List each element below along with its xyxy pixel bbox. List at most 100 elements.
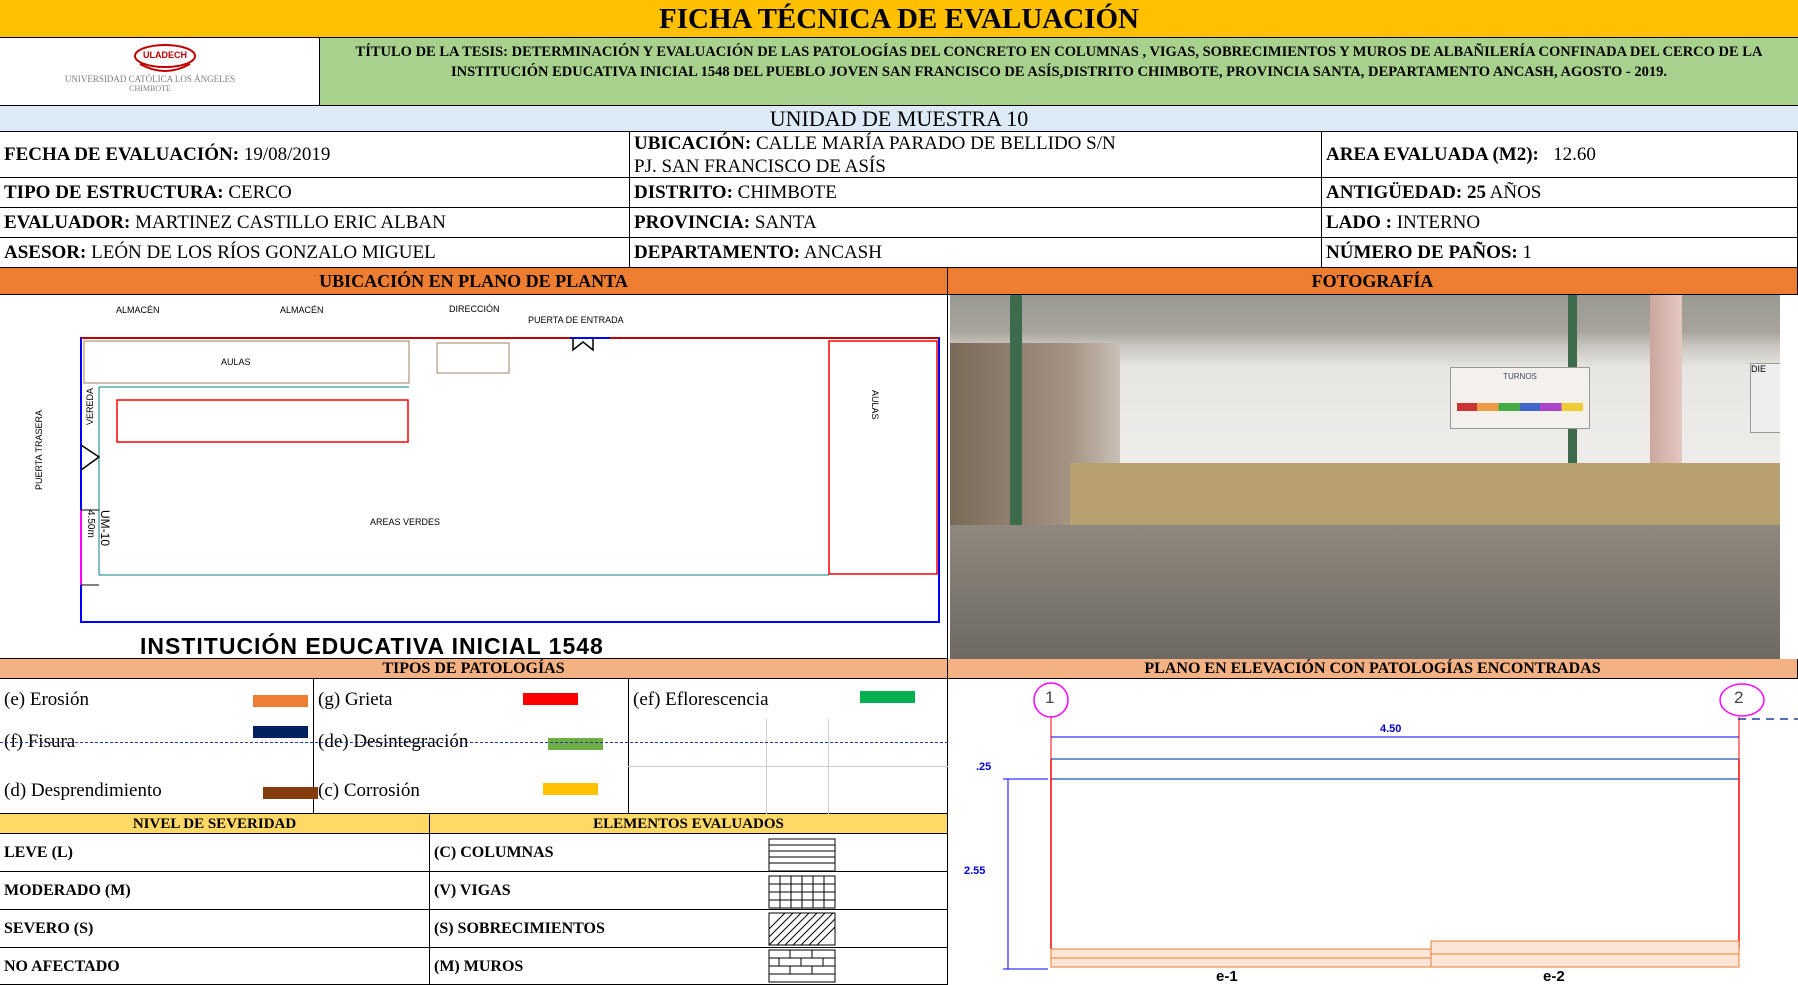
fisura-swatch bbox=[253, 726, 308, 738]
logo-text: ULADECH bbox=[143, 50, 187, 60]
sev-no-afectado: NO AFECTADO bbox=[0, 948, 430, 985]
lado-cell: LADO : INTERNO bbox=[1322, 208, 1798, 238]
e1-label: e-1 bbox=[1216, 968, 1238, 985]
desprendimiento-swatch bbox=[263, 787, 318, 799]
sev-severo: SEVERO (S) bbox=[0, 910, 430, 948]
site-photo: TURNOS DIE bbox=[950, 295, 1780, 659]
fotografia-header: FOTOGRAFÍA bbox=[948, 268, 1798, 295]
pat-eflorescencia: (ef) Eflorescencia bbox=[633, 689, 769, 710]
axis-1-label: 1 bbox=[1045, 688, 1055, 707]
ubicacion-label: UBICACIÓN: bbox=[634, 133, 752, 154]
photo-bench bbox=[1070, 463, 1780, 525]
evaluador-label: EVALUADOR: bbox=[4, 212, 131, 233]
antiguedad-unit: AÑOS bbox=[1485, 182, 1542, 203]
evaluador-value: MARTINEZ CASTILLO ERIC ALBAN bbox=[130, 212, 446, 233]
area-cell: AREA EVALUADA (M2): 12.60 bbox=[1322, 132, 1798, 178]
fecha-row: FECHA DE EVALUACIÓN: 19/08/2019 bbox=[0, 132, 630, 178]
grieta-swatch bbox=[523, 693, 578, 705]
distrito-label: DISTRITO: bbox=[634, 182, 733, 203]
fecha-label: FECHA DE EVALUACIÓN: bbox=[4, 144, 240, 165]
um-label: UM-10 bbox=[98, 510, 112, 547]
um-dimension: 4.50m bbox=[85, 510, 96, 538]
sev-moderado: MODERADO (M) bbox=[0, 872, 430, 910]
dashed-line bbox=[0, 742, 948, 743]
elementos-header: ELEMENTOS EVALUADOS bbox=[430, 814, 948, 834]
sample-unit: UNIDAD DE MUESTRA 10 bbox=[0, 106, 1798, 132]
vigas-pattern-icon bbox=[768, 875, 836, 909]
elem-sobrecimientos: (S) SOBRECIMIENTOS bbox=[430, 910, 948, 948]
area-value: 12.60 bbox=[1553, 144, 1596, 165]
provincia-label: PROVINCIA: bbox=[634, 212, 751, 233]
pat-grieta: (g) Grieta bbox=[318, 689, 393, 710]
distrito-value: CHIMBOTE bbox=[732, 182, 837, 203]
distrito-cell: DISTRITO: CHIMBOTE bbox=[630, 178, 1322, 208]
pat-corrosion: (c) Corrosión bbox=[318, 780, 420, 801]
element-patterns bbox=[768, 838, 836, 983]
pat-erosion: (e) Erosión bbox=[4, 689, 89, 710]
ubicacion-value: CALLE MARÍA PARADO DE BELLIDO S/N bbox=[751, 133, 1116, 154]
axis-2-label: 2 bbox=[1734, 688, 1744, 707]
ubicacion-cell: UBICACIÓN: CALLE MARÍA PARADO DE BELLIDO… bbox=[630, 132, 1322, 178]
plano-planta-header: UBICACIÓN EN PLANO DE PLANTA bbox=[0, 268, 948, 295]
vereda-label: VEREDA bbox=[85, 387, 95, 425]
evaluador-row: EVALUADOR: MARTINEZ CASTILLO ERIC ALBAN bbox=[0, 208, 630, 238]
almacen-label-1: ALMACÉN bbox=[116, 305, 160, 315]
elem-sobrecimientos-label: (S) SOBRECIMIENTOS bbox=[434, 920, 605, 937]
departamento-cell: DEPARTAMENTO: ANCASH bbox=[630, 238, 1322, 268]
uladech-logo bbox=[134, 44, 196, 72]
pat-desintegracion: (de) Desintegración bbox=[318, 731, 469, 752]
dim-height-label: 2.55 bbox=[964, 865, 986, 877]
floor-plan: PUERTA DE ENTRADA ALMACÉN ALMACÉN DIRECC… bbox=[0, 295, 948, 659]
patologias-legend: (e) Erosión (g) Grieta (ef) Eflorescenci… bbox=[0, 679, 948, 814]
aulas-label-1: AULAS bbox=[221, 357, 251, 367]
puerta-trasera-label: PUERTA TRASERA bbox=[34, 409, 44, 490]
logo-cell: ULADECH UNIVERSIDAD CATÓLICA LOS ÁNGELES… bbox=[0, 38, 320, 106]
asesor-value: LEÓN DE LOS RÍOS GONZALO MIGUEL bbox=[86, 242, 436, 263]
antiguedad-number: 25 bbox=[1462, 182, 1486, 203]
photo-sign-edge: DIE bbox=[1750, 363, 1780, 433]
logo-caption: UNIVERSIDAD CATÓLICA LOS ÁNGELES bbox=[64, 74, 236, 84]
dim-top-label: .25 bbox=[976, 761, 992, 773]
turnos-text: TURNOS bbox=[1503, 372, 1537, 381]
departamento-label: DEPARTAMENTO: bbox=[634, 242, 801, 263]
ubicacion-value-2: PJ. SAN FRANCISCO DE ASÍS bbox=[634, 156, 886, 177]
eflorescencia-swatch bbox=[860, 691, 915, 703]
logo-caption-city: CHIMBOTE bbox=[129, 84, 171, 93]
elem-columnas: (C) COLUMNAS bbox=[430, 834, 948, 872]
dim-width-label: 4.50 bbox=[1380, 723, 1402, 735]
elem-muros-label: (M) MUROS bbox=[434, 958, 524, 975]
lado-value: INTERNO bbox=[1391, 212, 1481, 233]
elevacion-header: PLANO EN ELEVACIÓN CON PATOLOGÍAS ENCONT… bbox=[948, 659, 1798, 679]
direccion-label: DIRECCIÓN bbox=[449, 304, 500, 314]
panos-value: 1 bbox=[1517, 242, 1533, 263]
antiguedad-cell: ANTIGÜEDAD: 25 AÑOS bbox=[1322, 178, 1798, 208]
tipo-row: TIPO DE ESTRUCTURA: CERCO bbox=[0, 178, 630, 208]
aulas-label-2: AULAS bbox=[870, 390, 880, 420]
asesor-row: ASESOR: LEÓN DE LOS RÍOS GONZALO MIGUEL bbox=[0, 238, 630, 268]
thesis-title: TÍTULO DE LA TESIS: DETERMINACIÓN Y EVAL… bbox=[320, 38, 1798, 106]
area-label: AREA EVALUADA (M2): bbox=[1326, 144, 1539, 165]
muros-pattern-icon bbox=[768, 949, 836, 983]
tipo-label: TIPO DE ESTRUCTURA: bbox=[4, 182, 224, 203]
areas-verdes-label: AREAS VERDES bbox=[370, 517, 441, 527]
elem-columnas-label: (C) COLUMNAS bbox=[434, 844, 554, 861]
departamento-value: ANCASH bbox=[800, 242, 882, 263]
asesor-label: ASESOR: bbox=[4, 242, 87, 263]
panos-cell: NÚMERO DE PAÑOS: 1 bbox=[1322, 238, 1798, 268]
lado-label: LADO : bbox=[1326, 212, 1392, 233]
erosion-swatch bbox=[253, 695, 308, 707]
photo-floor bbox=[950, 525, 1780, 659]
fecha-value: 19/08/2019 bbox=[239, 144, 331, 165]
tipos-header: TIPOS DE PATOLOGÍAS bbox=[0, 659, 948, 679]
pat-fisura: (f) Fisura bbox=[4, 731, 76, 752]
elevation-svg bbox=[1003, 682, 1798, 970]
photo-turnos-sign: TURNOS bbox=[1450, 367, 1590, 429]
institucion-label: INSTITUCIÓN EDUCATIVA INICIAL 1548 bbox=[140, 633, 604, 659]
tipo-value: CERCO bbox=[223, 182, 292, 203]
page-title: FICHA TÉCNICA DE EVALUACIÓN bbox=[0, 0, 1798, 38]
corrosion-swatch bbox=[543, 783, 598, 795]
puerta-entrada-label: PUERTA DE ENTRADA bbox=[528, 315, 624, 325]
severidad-header: NIVEL DE SEVERIDAD bbox=[0, 814, 430, 834]
elevation-drawing: 1 2 4.50 .25 2.55 e-1 e-2 bbox=[948, 679, 1798, 985]
elem-muros: (M) MUROS bbox=[430, 948, 948, 985]
